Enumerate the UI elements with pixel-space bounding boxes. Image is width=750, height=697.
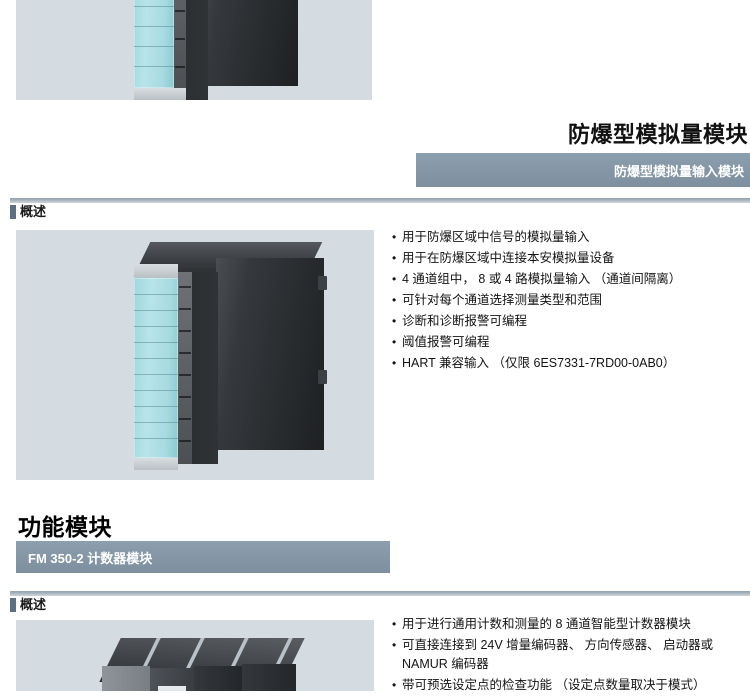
list-item: • 可针对每个通道选择测量类型和范围 bbox=[392, 291, 748, 310]
product-image-top bbox=[16, 0, 372, 100]
bullet-dot-icon: • bbox=[392, 678, 397, 692]
banner-label: FM 350-2 计数器模块 bbox=[28, 550, 153, 566]
list-item-text: 用于进行通用计数和测量的 8 通道智能型计数器模块 bbox=[402, 617, 691, 631]
list-item: • HART 兼容输入 （仅限 6ES7331-7RD00-0AB0） bbox=[392, 354, 748, 373]
product-image-fm-350-2 bbox=[16, 620, 374, 691]
bullet-dot-icon: • bbox=[392, 314, 397, 328]
banner-fm-350-2: FM 350-2 计数器模块 bbox=[16, 541, 390, 573]
list-item-text: 阈值报警可编程 bbox=[402, 335, 490, 349]
list-item-text: 可针对每个通道选择测量类型和范围 bbox=[402, 293, 603, 307]
list-item-text: 诊断和诊断报警可编程 bbox=[402, 314, 528, 328]
list-item-text: 可直接连接到 24V 增量编码器、 方向传感器、 启动器或 NAMUR 编码器 bbox=[402, 638, 714, 671]
bullet-dot-icon: • bbox=[392, 638, 397, 652]
module-illustration-main bbox=[120, 242, 360, 470]
section-heading-overview-2: 概述 bbox=[10, 591, 750, 612]
page-title: 防爆型模拟量模块 bbox=[567, 122, 748, 147]
section-label: 概述 bbox=[20, 597, 47, 612]
section-heading-overview-1: 概述 bbox=[10, 198, 750, 219]
bullet-dot-icon: • bbox=[392, 617, 397, 631]
list-item-text: HART 兼容输入 （仅限 6ES7331-7RD00-0AB0） bbox=[402, 356, 676, 370]
banner-label: 防爆型模拟量输入模块 bbox=[613, 163, 744, 179]
list-item: • 用于在防爆区域中连接本安模拟量设备 bbox=[392, 249, 748, 268]
square-marker-icon bbox=[10, 205, 16, 219]
section-divider bbox=[10, 591, 750, 596]
list-item: • 用于进行通用计数和测量的 8 通道智能型计数器模块 bbox=[392, 615, 748, 634]
list-item: • 阈值报警可编程 bbox=[392, 333, 748, 352]
feature-list-ex-analog: • 用于防爆区域中信号的模拟量输入 • 用于在防爆区域中连接本安模拟量设备 • … bbox=[392, 228, 748, 375]
list-item: • 4 通道组中， 8 或 4 路模拟量输入 （通道间隔离） bbox=[392, 270, 748, 289]
bullet-dot-icon: • bbox=[392, 272, 397, 286]
module-illustration-bottom bbox=[99, 634, 305, 691]
bullet-dot-icon: • bbox=[392, 293, 397, 307]
list-item: • 诊断和诊断报警可编程 bbox=[392, 312, 748, 331]
list-item: • 带可预选设定点的检查功能 （设定点数量取决于模式） bbox=[392, 676, 748, 695]
square-marker-icon bbox=[10, 598, 16, 612]
bullet-dot-icon: • bbox=[392, 251, 397, 265]
group-heading-function-modules: 功能模块 bbox=[18, 514, 112, 540]
list-item-text: 用于防爆区域中信号的模拟量输入 bbox=[402, 230, 590, 244]
section-label: 概述 bbox=[20, 204, 47, 219]
list-item-text: 带可预选设定点的检查功能 （设定点数量取决于模式） bbox=[402, 678, 706, 692]
banner-ex-analog-input: 防爆型模拟量输入模块 bbox=[416, 153, 750, 187]
list-item-text: 4 通道组中， 8 或 4 路模拟量输入 （通道间隔离） bbox=[402, 272, 682, 286]
bullet-dot-icon: • bbox=[392, 335, 397, 349]
list-item: • 可直接连接到 24V 增量编码器、 方向传感器、 启动器或 NAMUR 编码… bbox=[392, 636, 748, 674]
bullet-dot-icon: • bbox=[392, 230, 397, 244]
list-item: • 用于防爆区域中信号的模拟量输入 bbox=[392, 228, 748, 247]
list-item-text: 用于在防爆区域中连接本安模拟量设备 bbox=[402, 251, 615, 265]
product-image-ex-analog bbox=[16, 230, 374, 480]
bullet-dot-icon: • bbox=[392, 356, 397, 370]
section-divider bbox=[10, 198, 750, 203]
module-illustration-top bbox=[134, 0, 304, 100]
feature-list-fm-350-2: • 用于进行通用计数和测量的 8 通道智能型计数器模块 • 可直接连接到 24V… bbox=[392, 615, 748, 697]
